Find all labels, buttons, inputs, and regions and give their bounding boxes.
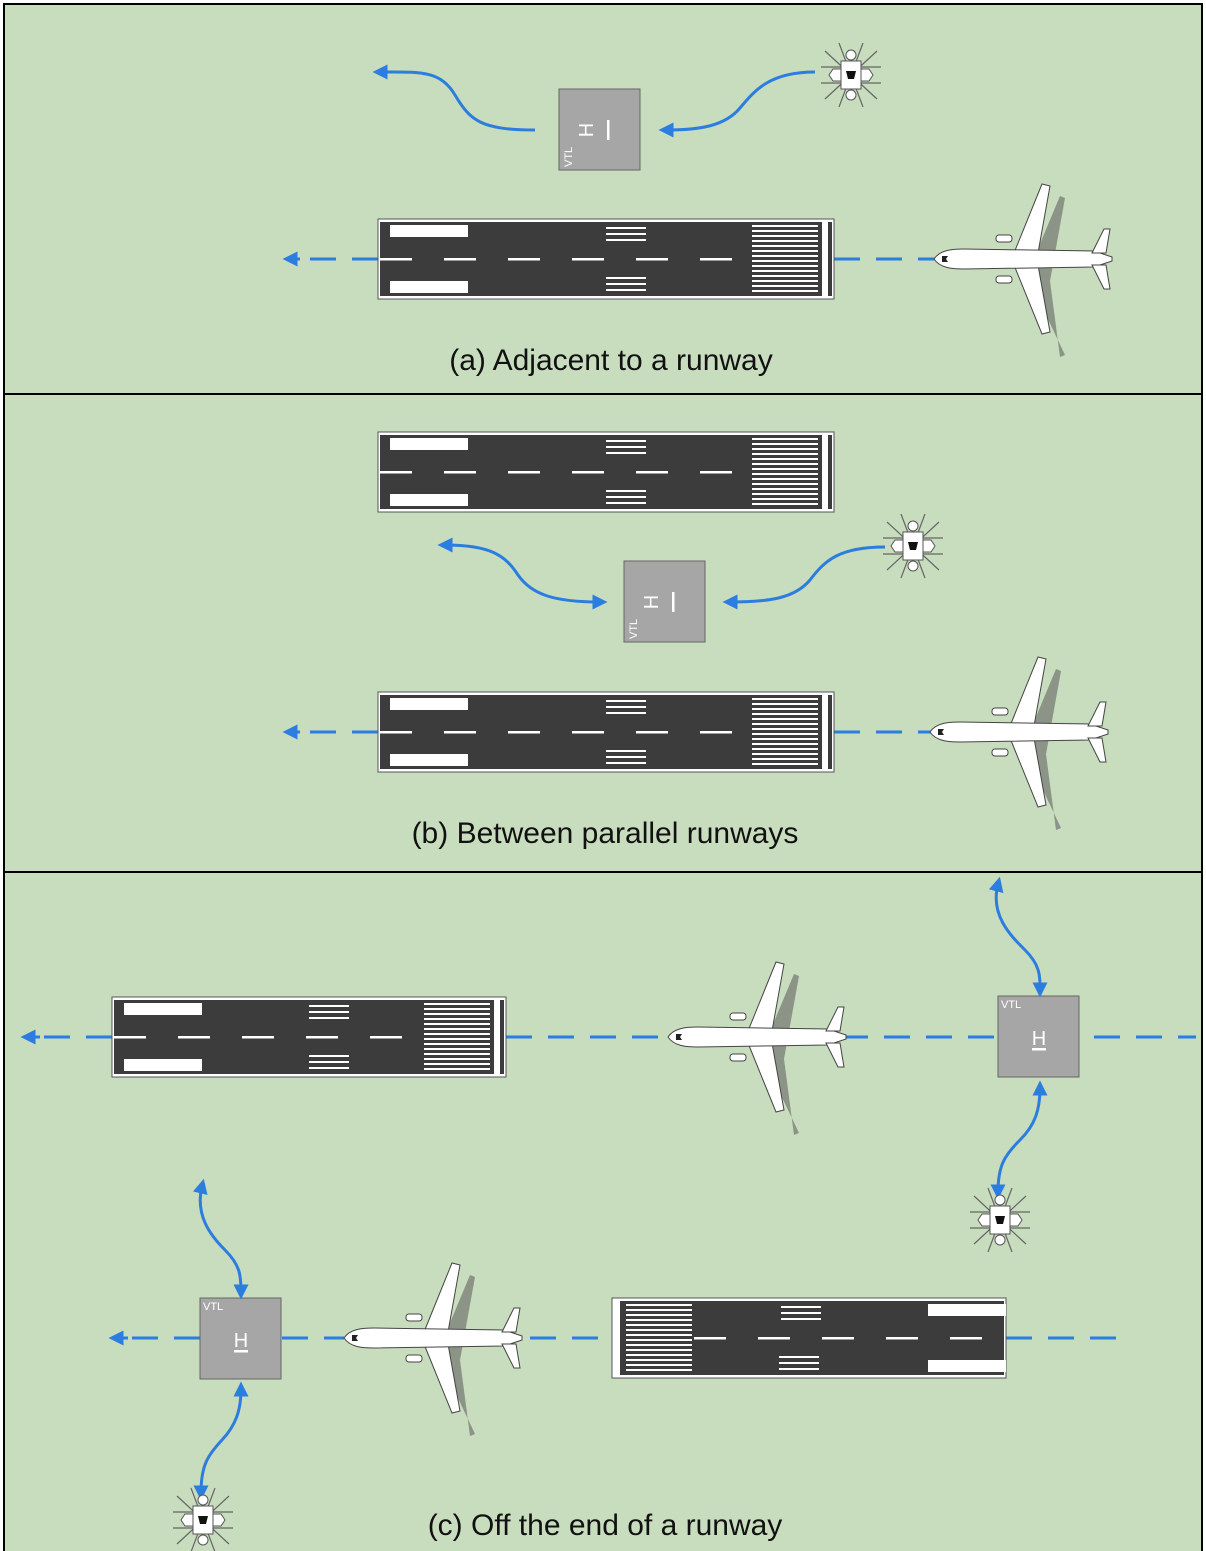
- evtol-curve-b-left: [437, 537, 608, 610]
- caption-panel-c: (c) Off the end of a runway: [428, 1509, 783, 1542]
- vertipad-icon-c2: VTL H: [199, 1297, 282, 1380]
- evtol-arrival-curve-b: [722, 545, 886, 610]
- helipad-h-marking: H: [234, 1330, 248, 1352]
- evtol-curve-c1-bottom: [990, 1080, 1048, 1200]
- runway-b-lower: [377, 691, 835, 773]
- evtol-curve-c2-top: [192, 1178, 249, 1300]
- evtol-departure-curve-a: [372, 64, 536, 132]
- vertipad-icon-c1: VTL H: [997, 995, 1080, 1078]
- evtol-curve-c1-top: [988, 876, 1048, 998]
- runway-c1: [111, 996, 507, 1078]
- runway-a: [377, 218, 835, 300]
- evtol-curve-c2-bottom: [193, 1381, 249, 1501]
- caption-panel-a: (a) Adjacent to a runway: [449, 344, 773, 377]
- vtl-label: VTL: [563, 147, 575, 167]
- evtol-arrival-curve-a: [658, 70, 816, 138]
- vtl-label: VTL: [1001, 999, 1021, 1011]
- vtl-label: VTL: [203, 1301, 223, 1313]
- vtl-label: VTL: [628, 619, 640, 639]
- panel-a: [3, 3, 1203, 395]
- runway-b-upper: [377, 431, 835, 513]
- caption-panel-b: (b) Between parallel runways: [412, 817, 799, 850]
- helipad-h-marking: H: [1032, 1028, 1046, 1050]
- runway-c2: [611, 1297, 1007, 1379]
- helipad-h-marking: H: [576, 123, 598, 137]
- helipad-h-marking: H: [641, 595, 663, 609]
